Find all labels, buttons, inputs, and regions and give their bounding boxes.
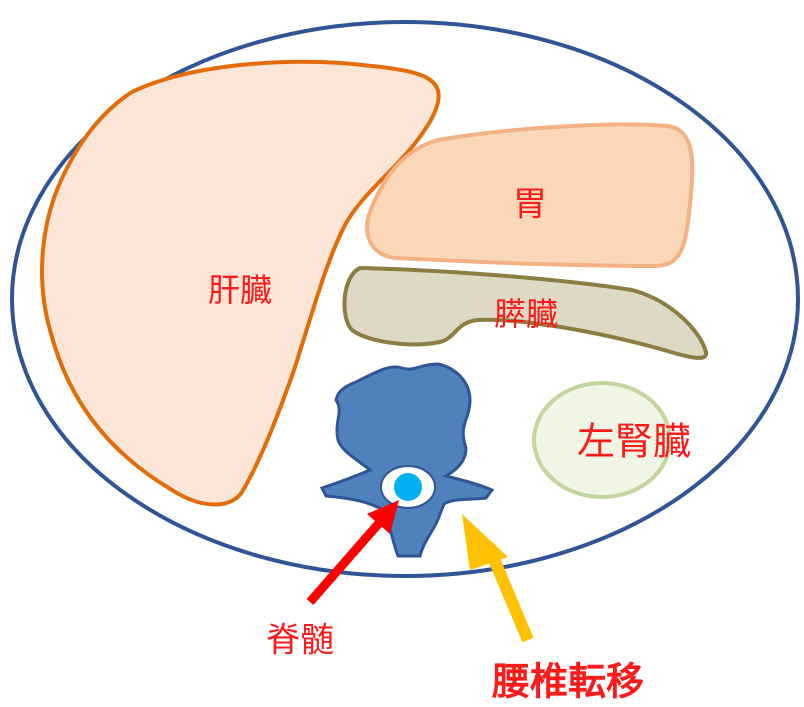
pancreas-label: 膵臓 [494, 295, 558, 333]
left-kidney-label: 左腎臓 [577, 420, 691, 464]
liver-label: 肝臓 [208, 271, 272, 309]
spinal-cord-label: 脊髄 [266, 621, 334, 661]
lumbar-metastasis-label: 腰椎転移 [492, 660, 644, 704]
spinal-cord [394, 473, 422, 501]
stomach-label: 胃 [513, 185, 547, 225]
